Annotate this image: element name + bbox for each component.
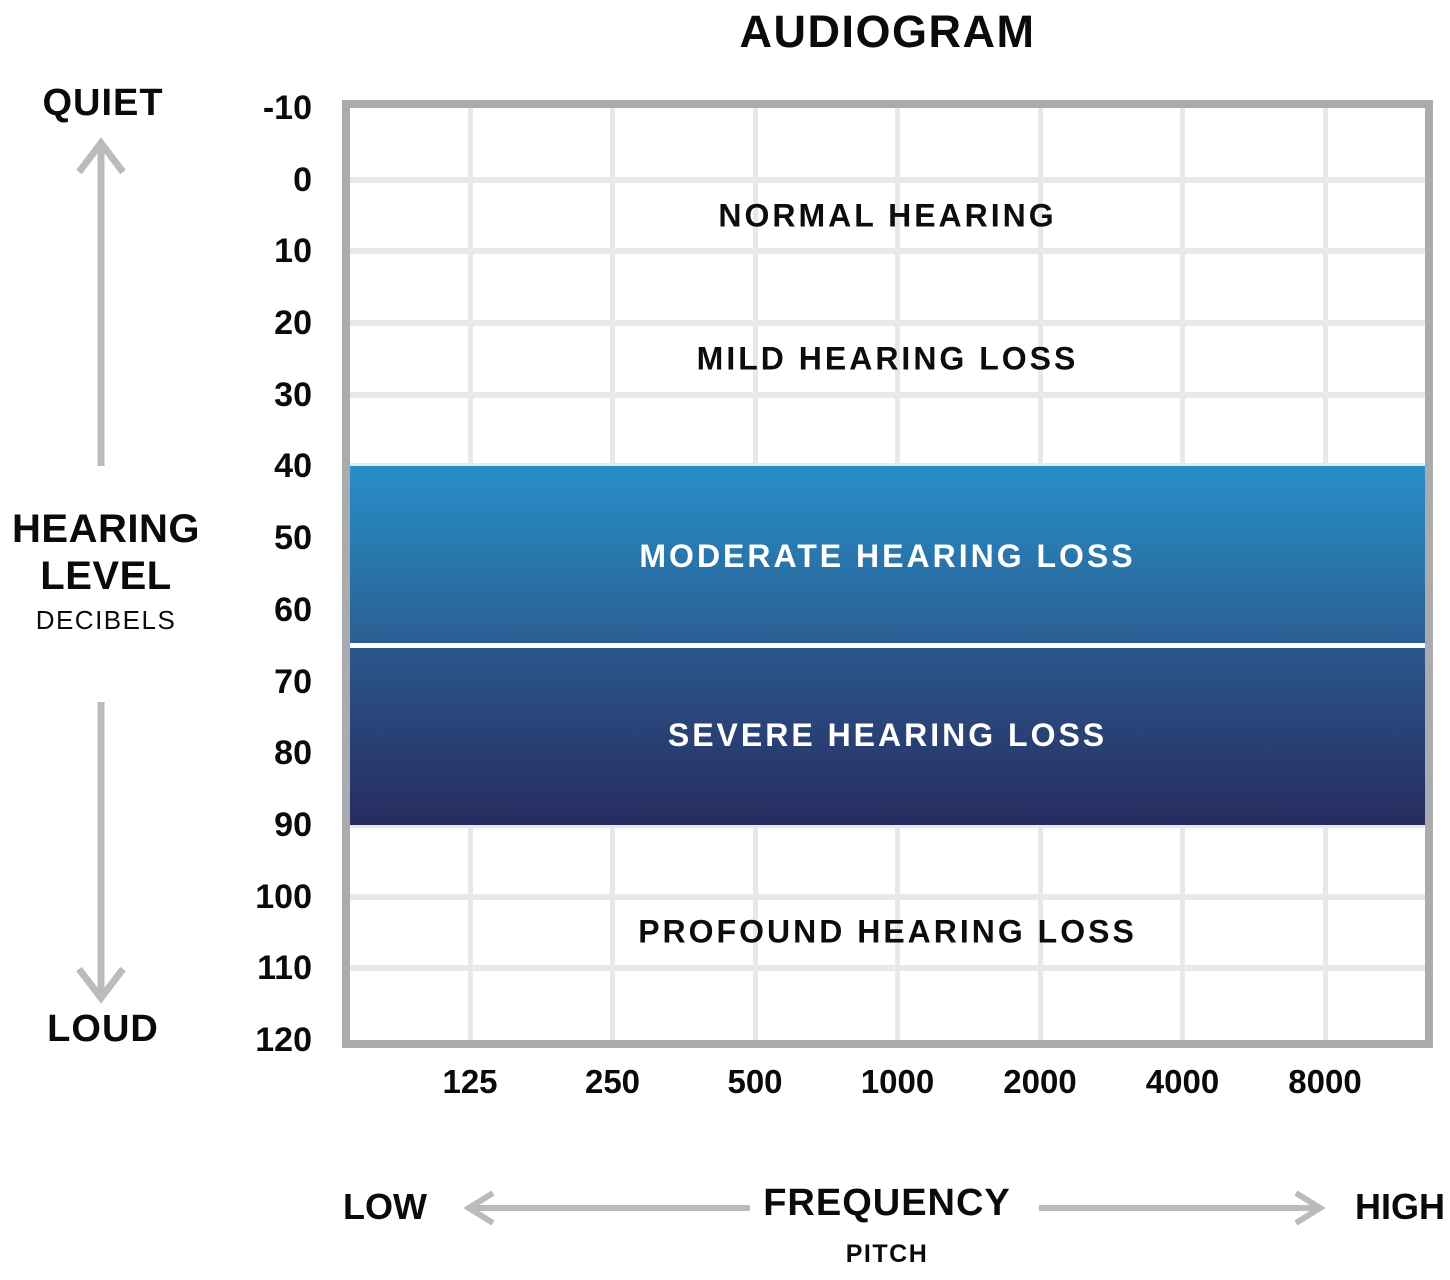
x-tick-label: 4000	[1145, 1063, 1220, 1100]
x-tick-label: 2000	[1003, 1063, 1077, 1100]
x-tick-label: 500	[727, 1063, 783, 1100]
zone-band-moderate-hearing-loss: MODERATE HEARING LOSS	[350, 466, 1425, 646]
band-divider	[350, 643, 1425, 649]
chart-title: AUDIOGRAM	[739, 6, 1036, 57]
loud-label: LOUD	[47, 1008, 159, 1050]
y-tick-label: 110	[257, 949, 312, 988]
y-tick-label: 100	[255, 877, 312, 916]
y-tick-label: 70	[274, 662, 312, 701]
y-axis-title-line1: HEARING	[12, 507, 200, 551]
y-tick-label: 50	[274, 519, 312, 558]
y-axis-title: HEARING LEVEL DECIBELS	[0, 506, 212, 637]
y-tick-label: 120	[255, 1021, 312, 1059]
zone-label-severe-hearing-loss: SEVERE HEARING LOSS	[667, 716, 1108, 753]
y-tick-label: 40	[274, 447, 312, 486]
y-tick-label: 80	[274, 734, 312, 773]
h-gridline	[350, 893, 1425, 900]
low-left-arrow-icon	[463, 1190, 750, 1226]
h-gridline	[350, 248, 1425, 255]
zone-label-normal-hearing: NORMAL HEARING	[718, 197, 1057, 234]
y-tick-label: -10	[262, 89, 312, 127]
high-right-arrow-icon	[1039, 1190, 1326, 1226]
x-axis-subtitle: PITCH	[845, 1240, 929, 1268]
loud-down-arrow-icon	[76, 702, 126, 1004]
plot-area: NORMAL HEARING MILD HEARING LOSS MODERATE …	[350, 108, 1425, 1040]
x-tick-label: 250	[584, 1063, 641, 1100]
high-label: HIGH	[1355, 1186, 1445, 1227]
x-tick-label: 125	[442, 1063, 498, 1100]
h-gridline	[350, 821, 1425, 828]
x-tick-label: 8000	[1288, 1063, 1362, 1100]
y-tick-label: 0	[293, 160, 312, 199]
y-tick-label: 30	[274, 375, 312, 414]
zone-label-moderate-hearing-loss: MODERATE HEARING LOSS	[639, 537, 1136, 574]
y-tick-label: 20	[274, 304, 312, 343]
h-gridline	[350, 965, 1425, 972]
zone-label-mild-hearing-loss: MILD HEARING LOSS	[696, 340, 1079, 377]
h-gridline	[350, 320, 1425, 327]
y-tick-label: 90	[274, 805, 312, 844]
quiet-up-arrow-icon	[76, 137, 126, 466]
zone-label-profound-hearing-loss: PROFOUND HEARING LOSS	[638, 913, 1137, 950]
h-gridline	[350, 176, 1425, 183]
x-axis-title: FREQUENCY	[763, 1182, 1011, 1224]
y-axis-title-line2: LEVEL	[40, 554, 172, 598]
y-tick-label: 60	[274, 590, 312, 629]
zone-band-severe-hearing-loss: SEVERE HEARING LOSS	[350, 645, 1425, 825]
y-axis-subtitle: DECIBELS	[35, 605, 177, 635]
y-tick-label: 10	[274, 232, 312, 271]
y-axis-ticks: -10 0 10 20 30 40 50 60 70 80 90 100 110 120	[150, 0, 312, 1280]
h-gridline	[350, 391, 1425, 398]
x-tick-label: 1000	[860, 1063, 935, 1100]
low-label: LOW	[343, 1186, 427, 1227]
quiet-label: QUIET	[42, 82, 164, 124]
